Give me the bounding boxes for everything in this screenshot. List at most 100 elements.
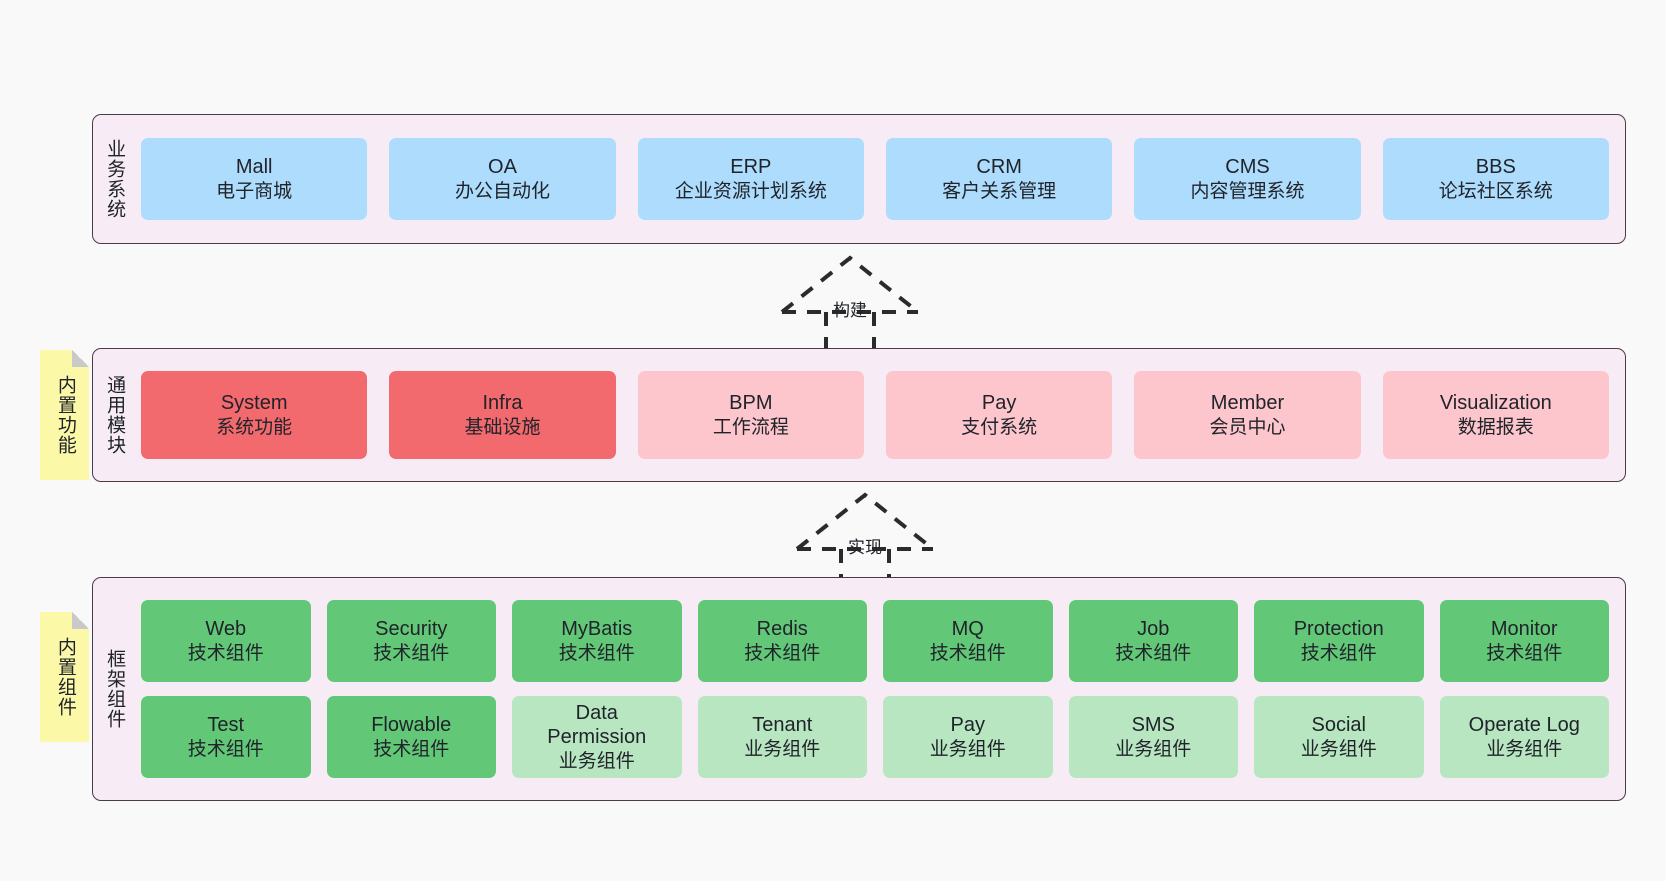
module-card-bpm[interactable]: BPM 工作流程 (637, 371, 864, 459)
card-title-cn: 会员中心 (1209, 416, 1286, 438)
card-title-cn: 基础设施 (464, 416, 541, 438)
business-card-bbs[interactable]: BBS 论坛社区系统 (1382, 138, 1609, 220)
card-title-cn: 技术组件 (187, 738, 264, 760)
layer-business-system: 业务系统 Mall 电子商城 OA 办公自动化 ERP 企业资源计划系统 CRM… (92, 114, 1626, 244)
card-title-en: Test (207, 714, 245, 737)
card-title-cn: 技术组件 (373, 642, 450, 664)
business-card-crm[interactable]: CRM 客户关系管理 (885, 138, 1113, 220)
card-title-en: Mall (235, 156, 273, 179)
card-title-en: Tenant (752, 714, 813, 737)
card-title-cn: 技术组件 (929, 642, 1006, 664)
layer-business-system-title: 业务系统 (104, 139, 126, 219)
module-card-pay[interactable]: Pay 支付系统 (885, 371, 1113, 459)
card-title-en: CRM (976, 156, 1022, 179)
card-title-en: BPM (729, 392, 773, 415)
card-title-cn: 系统功能 (216, 416, 293, 438)
card-title-cn: 论坛社区系统 (1438, 180, 1553, 202)
card-title-en: BBS (1475, 156, 1516, 179)
card-title-cn: 业务组件 (744, 738, 821, 760)
card-title-en: MyBatis (561, 618, 633, 641)
card-title-cn: 技术组件 (1486, 642, 1563, 664)
framework-card-security[interactable]: Security 技术组件 (326, 600, 496, 682)
card-title-en: Member (1210, 392, 1285, 415)
business-card-erp[interactable]: ERP 企业资源计划系统 (637, 138, 864, 220)
card-title-en: CMS (1225, 156, 1270, 179)
card-title-cn: 工作流程 (712, 416, 789, 438)
layer-common-modules-title: 通用模块 (104, 375, 126, 455)
note-builtin-components: 内置组件 (40, 612, 89, 742)
card-title-cn: 业务组件 (1115, 738, 1192, 760)
card-title-cn: 支付系统 (961, 416, 1038, 438)
framework-tech-row: Web 技术组件 Security 技术组件 MyBatis 技术组件 Redi… (141, 600, 1609, 682)
card-title-en: Monitor (1490, 618, 1558, 641)
framework-card-sms[interactable]: SMS 业务组件 (1068, 696, 1238, 778)
framework-card-monitor[interactable]: Monitor 技术组件 (1439, 600, 1609, 682)
module-card-system[interactable]: System 系统功能 (141, 371, 368, 459)
note-builtin-features-text: 内置功能 (54, 375, 76, 455)
card-title-en: MQ (951, 618, 984, 641)
framework-card-pay[interactable]: Pay 业务组件 (883, 696, 1053, 778)
card-title-cn: 电子商城 (216, 180, 293, 202)
framework-card-redis[interactable]: Redis 技术组件 (697, 600, 867, 682)
card-title-en: Security (375, 618, 448, 641)
card-title-en: SMS (1131, 714, 1175, 737)
card-title-cn: 客户关系管理 (942, 180, 1057, 202)
card-title-cn: 业务组件 (929, 738, 1006, 760)
connector-build-label: 构建 (833, 301, 867, 320)
card-title-en: Flowable (371, 714, 452, 737)
business-card-oa[interactable]: OA 办公自动化 (389, 138, 616, 220)
module-card-infra[interactable]: Infra 基础设施 (389, 371, 616, 459)
business-card-cms[interactable]: CMS 内容管理系统 (1134, 138, 1361, 220)
note-builtin-components-text: 内置组件 (54, 637, 76, 717)
framework-card-tenant[interactable]: Tenant 业务组件 (697, 696, 867, 778)
card-title-en: Pay (950, 714, 985, 737)
framework-card-job[interactable]: Job 技术组件 (1068, 600, 1238, 682)
card-title-en: Job (1137, 618, 1170, 641)
card-title-en: Visualization (1439, 392, 1552, 415)
card-title-cn: 技术组件 (558, 642, 635, 664)
layer-framework-components-title: 框架组件 (104, 649, 126, 729)
card-title-en: Web (205, 618, 247, 641)
card-title-en: Social (1311, 714, 1366, 737)
connector-implement: 实现 (775, 487, 955, 591)
connector-implement-label: 实现 (848, 538, 882, 557)
framework-card-test[interactable]: Test 技术组件 (141, 696, 311, 778)
framework-card-protection[interactable]: Protection 技术组件 (1254, 600, 1424, 682)
note-builtin-features: 内置功能 (40, 350, 89, 480)
business-card-mall[interactable]: Mall 电子商城 (141, 138, 368, 220)
card-title-en: System (220, 392, 288, 415)
card-title-cn: 技术组件 (1115, 642, 1192, 664)
card-title-cn: 业务组件 (558, 750, 635, 772)
layer-common-modules: 通用模块 System 系统功能 Infra 基础设施 BPM 工作流程 Pay… (92, 348, 1626, 482)
card-title-en: Pay (981, 392, 1017, 415)
framework-card-web[interactable]: Web 技术组件 (141, 600, 311, 682)
card-title-cn: 办公自动化 (454, 180, 550, 202)
layer-common-modules-body: System 系统功能 Infra 基础设施 BPM 工作流程 Pay 支付系统… (135, 349, 1625, 481)
card-title-en: Infra (482, 392, 523, 415)
card-title-cn: 技术组件 (744, 642, 821, 664)
card-title-en: ERP (730, 156, 772, 179)
module-card-visualization[interactable]: Visualization 数据报表 (1382, 371, 1609, 459)
card-title-en: Operate Log (1468, 714, 1580, 737)
card-title-cn: 企业资源计划系统 (674, 180, 827, 202)
card-title-cn: 数据报表 (1457, 416, 1534, 438)
layer-framework-components: 框架组件 Web 技术组件 Security 技术组件 MyBatis 技术组件… (92, 577, 1626, 801)
framework-card-data-permission[interactable]: Data Permission 业务组件 (512, 696, 682, 778)
business-system-row: Mall 电子商城 OA 办公自动化 ERP 企业资源计划系统 CRM 客户关系… (141, 138, 1609, 220)
connector-build: 构建 (760, 250, 940, 354)
layer-framework-components-body: Web 技术组件 Security 技术组件 MyBatis 技术组件 Redi… (135, 578, 1625, 800)
card-title-en: Data Permission (547, 702, 647, 749)
framework-card-social[interactable]: Social 业务组件 (1254, 696, 1424, 778)
framework-business-row: Test 技术组件 Flowable 技术组件 Data Permission … (141, 696, 1609, 778)
framework-card-mybatis[interactable]: MyBatis 技术组件 (512, 600, 682, 682)
card-title-cn: 技术组件 (373, 738, 450, 760)
framework-card-operate-log[interactable]: Operate Log 业务组件 (1439, 696, 1609, 778)
card-title-cn: 业务组件 (1300, 738, 1377, 760)
framework-card-flowable[interactable]: Flowable 技术组件 (326, 696, 496, 778)
card-title-cn: 技术组件 (187, 642, 264, 664)
module-card-member[interactable]: Member 会员中心 (1134, 371, 1361, 459)
card-title-en: Redis (756, 618, 808, 641)
card-title-en: OA (488, 156, 517, 179)
framework-card-mq[interactable]: MQ 技术组件 (883, 600, 1053, 682)
